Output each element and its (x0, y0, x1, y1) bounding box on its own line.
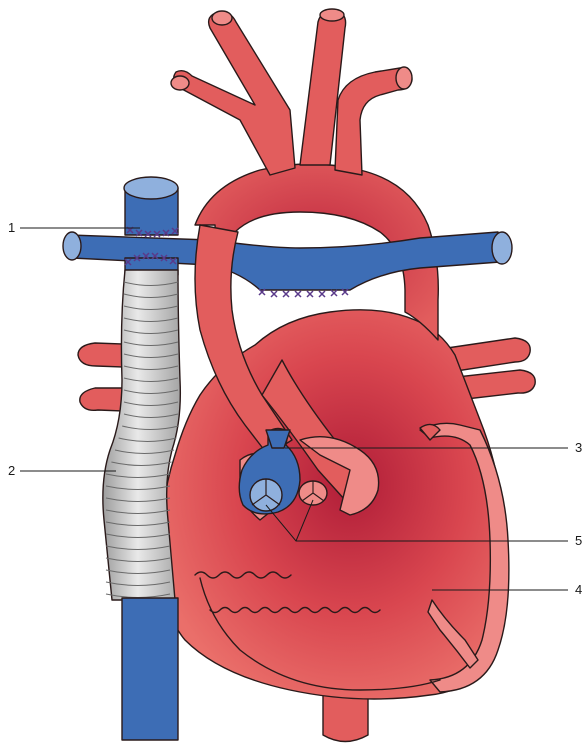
artery-end-1 (171, 76, 189, 90)
suture-stitch (295, 291, 301, 297)
suture-stitch (271, 291, 277, 297)
artery-end-4 (396, 67, 412, 89)
inferior-vena-cava (122, 598, 178, 740)
label-4: 4 (575, 582, 582, 597)
suture-stitch (307, 291, 313, 297)
label-5: 5 (575, 533, 582, 548)
label-1: 1 (8, 220, 15, 235)
brachiocephalic-artery (174, 12, 295, 175)
label-3: 3 (575, 440, 582, 455)
pulmonary-artery-end-right (492, 232, 512, 264)
artery-end-2 (212, 11, 232, 25)
suture-stitch (283, 291, 289, 297)
pulmonary-artery-end-left (63, 232, 81, 260)
suture-stitch (331, 290, 337, 296)
label-2: 2 (8, 463, 15, 478)
vena-cava-top-opening (124, 177, 178, 199)
artery-end-3 (320, 9, 344, 21)
suture-stitch (319, 291, 325, 297)
